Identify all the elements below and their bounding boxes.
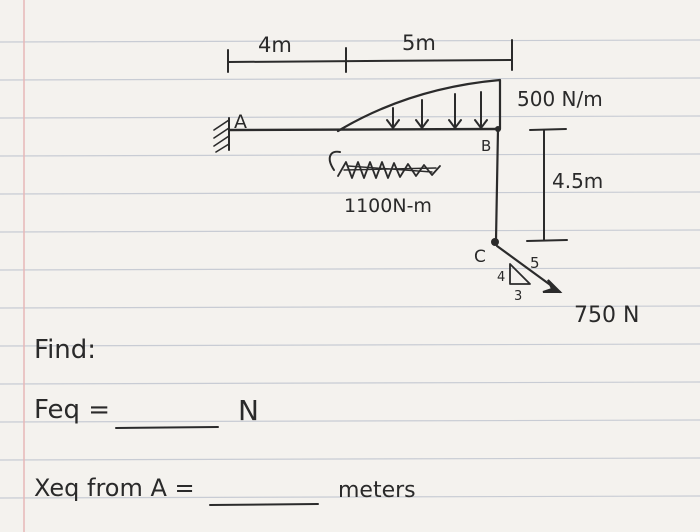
feq-answer-blank[interactable] [115, 426, 219, 429]
xeq-label: Xeq from A = [34, 474, 195, 502]
ruled-lines [0, 39, 700, 499]
dim-4m-label: 4m [258, 33, 292, 57]
feq-unit: N [238, 394, 259, 427]
joint-c [491, 238, 499, 246]
find-label: Find: [34, 335, 96, 365]
load-arrows [386, 91, 488, 129]
xeq-unit: meters [338, 478, 416, 503]
slope-run-label: 3 [514, 289, 522, 304]
moment-label: 1100N-m [344, 195, 432, 217]
moment-arc [328, 150, 341, 171]
point-b-label: B [481, 137, 491, 155]
dim-4-5m-label: 4.5m [552, 169, 603, 193]
xeq-answer-blank[interactable] [209, 503, 319, 506]
force-label: 750 N [574, 303, 639, 328]
slope-triangle [509, 263, 531, 285]
slope-rise-label: 4 [497, 270, 505, 285]
vertical-dimension [526, 128, 568, 242]
member-bc [494, 127, 500, 242]
top-dimension [227, 39, 513, 73]
point-a-label: A [234, 111, 247, 133]
slope-hyp-label: 5 [530, 254, 540, 272]
point-c-label: C [474, 247, 486, 267]
feq-label: Feq = [34, 395, 110, 425]
force-arrow [495, 244, 563, 294]
load-intensity-label: 500 N/m [517, 87, 603, 111]
fixed-support [213, 117, 230, 153]
distributed-load [336, 78, 502, 133]
dim-5m-label: 5m [402, 31, 436, 55]
beam-ab [227, 127, 500, 132]
scribble [337, 161, 441, 179]
